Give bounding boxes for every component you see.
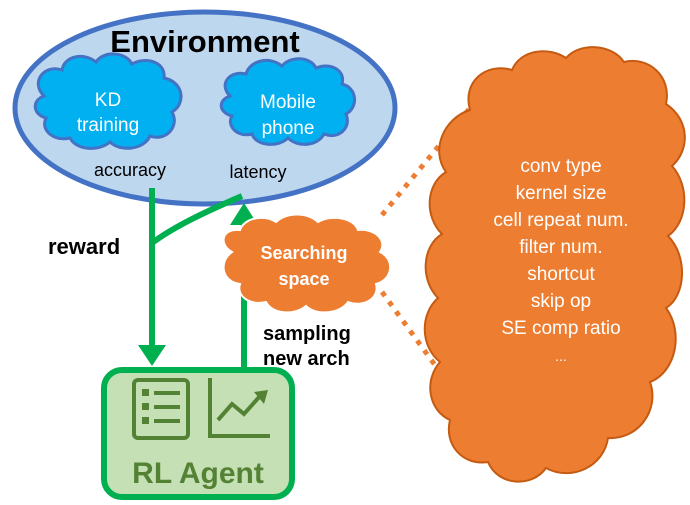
search-option-item: conv type <box>520 156 601 177</box>
rl-agent-label: RL Agent <box>132 457 264 490</box>
latency-label: latency <box>229 162 286 182</box>
search-option-item: filter num. <box>519 237 602 258</box>
kd-cloud-label-line2: training <box>77 115 139 136</box>
search-option-item: cell repeat num. <box>493 210 628 231</box>
sampling-label-line2: new arch <box>263 348 350 370</box>
trend-chart-icon <box>208 378 270 438</box>
rl-agent-box: RL Agent <box>101 367 295 500</box>
search-option-item: kernel size <box>516 183 607 204</box>
search-option-item: ... <box>555 348 567 364</box>
sampling-label-line1: sampling <box>263 323 351 345</box>
mobile-cloud-label-line2: phone <box>262 118 315 139</box>
mobile-cloud-label-line1: Mobile <box>260 92 316 113</box>
searching-space-cloud: Searching space <box>222 213 391 314</box>
searching-space-label-line2: space <box>278 269 329 289</box>
search-option-list: conv type kernel size cell repeat num. filt… <box>493 156 628 364</box>
mobile-phone-cloud: Mobile phone <box>219 57 356 146</box>
accuracy-label: accuracy <box>94 160 166 180</box>
reward-arrow <box>138 188 244 366</box>
search-option-item: skip op <box>531 291 591 312</box>
checklist-icon <box>132 378 190 440</box>
environment-title: Environment <box>110 24 299 59</box>
searching-space-label-line1: Searching <box>260 243 347 263</box>
reward-label: reward <box>48 234 120 259</box>
search-space-detail-cloud <box>423 46 686 483</box>
search-option-item: shortcut <box>527 264 595 285</box>
search-option-item: SE comp ratio <box>501 318 620 339</box>
kd-training-cloud: KD training <box>33 52 183 150</box>
kd-cloud-label-line1: KD <box>95 90 121 111</box>
